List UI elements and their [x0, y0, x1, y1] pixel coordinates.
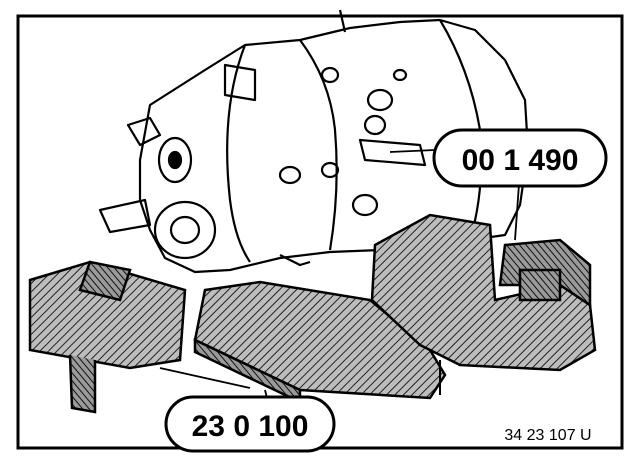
- support-bracket-right: [370, 213, 597, 395]
- callout-tool-lower-left: 23 0 100: [164, 395, 336, 453]
- callout-label-lower-left: 23 0 100: [192, 410, 309, 443]
- figure-id-label: 34 23 107 U: [504, 427, 591, 444]
- support-block-left: [28, 260, 187, 414]
- callout-tool-upper-right: 00 1 490: [432, 128, 608, 188]
- transmission-drawing: [98, 9, 530, 274]
- callout-label-upper-right: 00 1 490: [462, 144, 579, 177]
